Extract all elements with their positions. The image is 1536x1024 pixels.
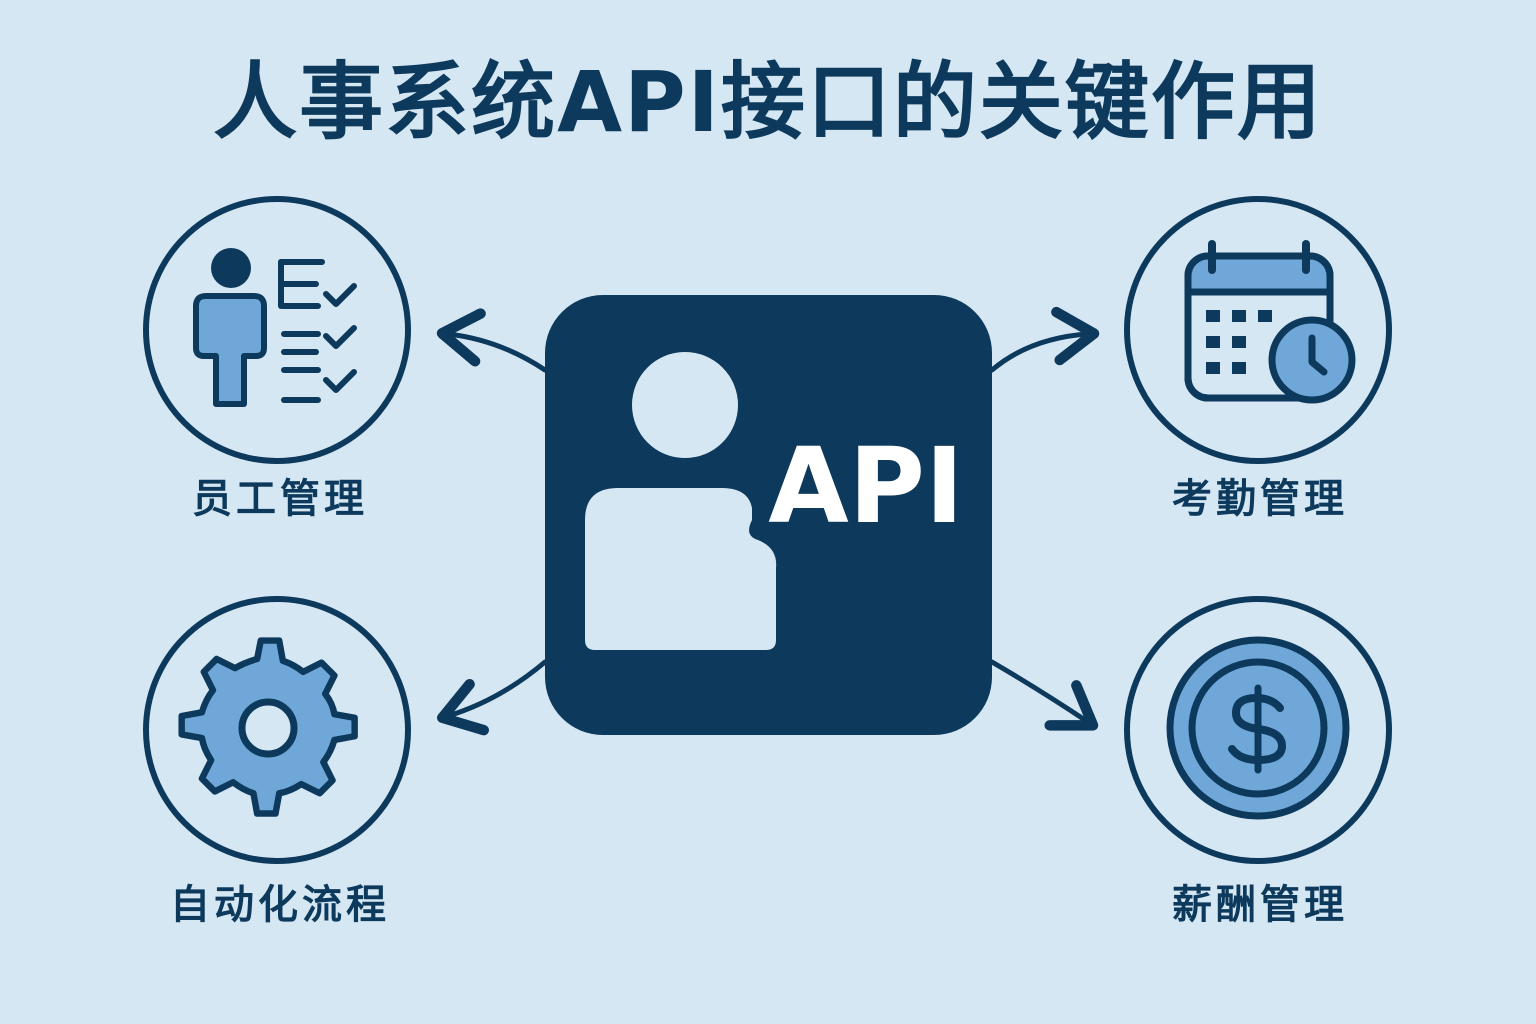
gear-icon xyxy=(178,637,358,817)
node-label-employee-management: 员工管理 xyxy=(192,476,368,522)
node-payroll-management xyxy=(1124,596,1392,864)
connector-arrows xyxy=(436,306,1100,736)
node-circle xyxy=(1124,196,1392,464)
user-api-icon xyxy=(585,352,777,650)
dollar-coin-icon xyxy=(1166,636,1350,820)
node-label-payroll-management: 薪酬管理 xyxy=(1172,882,1348,928)
node-circle xyxy=(143,596,411,864)
calendar-clock-icon xyxy=(1184,240,1356,404)
arrow-to-automation xyxy=(437,659,548,736)
node-label-attendance-management: 考勤管理 xyxy=(1172,476,1348,522)
employee-checklist-icon xyxy=(193,248,357,407)
arrow-to-payroll xyxy=(989,659,1099,731)
page-title: 人事系统API接口的关键作用 xyxy=(213,53,1323,151)
arrow-to-employee xyxy=(436,308,548,373)
api-hub: API xyxy=(545,295,992,735)
node-employee-management xyxy=(143,196,411,464)
node-circle xyxy=(143,196,411,464)
node-circle xyxy=(1124,596,1392,864)
arrow-to-attendance xyxy=(989,306,1100,373)
node-attendance-management xyxy=(1124,196,1392,464)
node-automation-workflow xyxy=(143,596,411,864)
node-label-automation-workflow: 自动化流程 xyxy=(170,882,390,928)
api-hub-label: API xyxy=(768,425,963,547)
